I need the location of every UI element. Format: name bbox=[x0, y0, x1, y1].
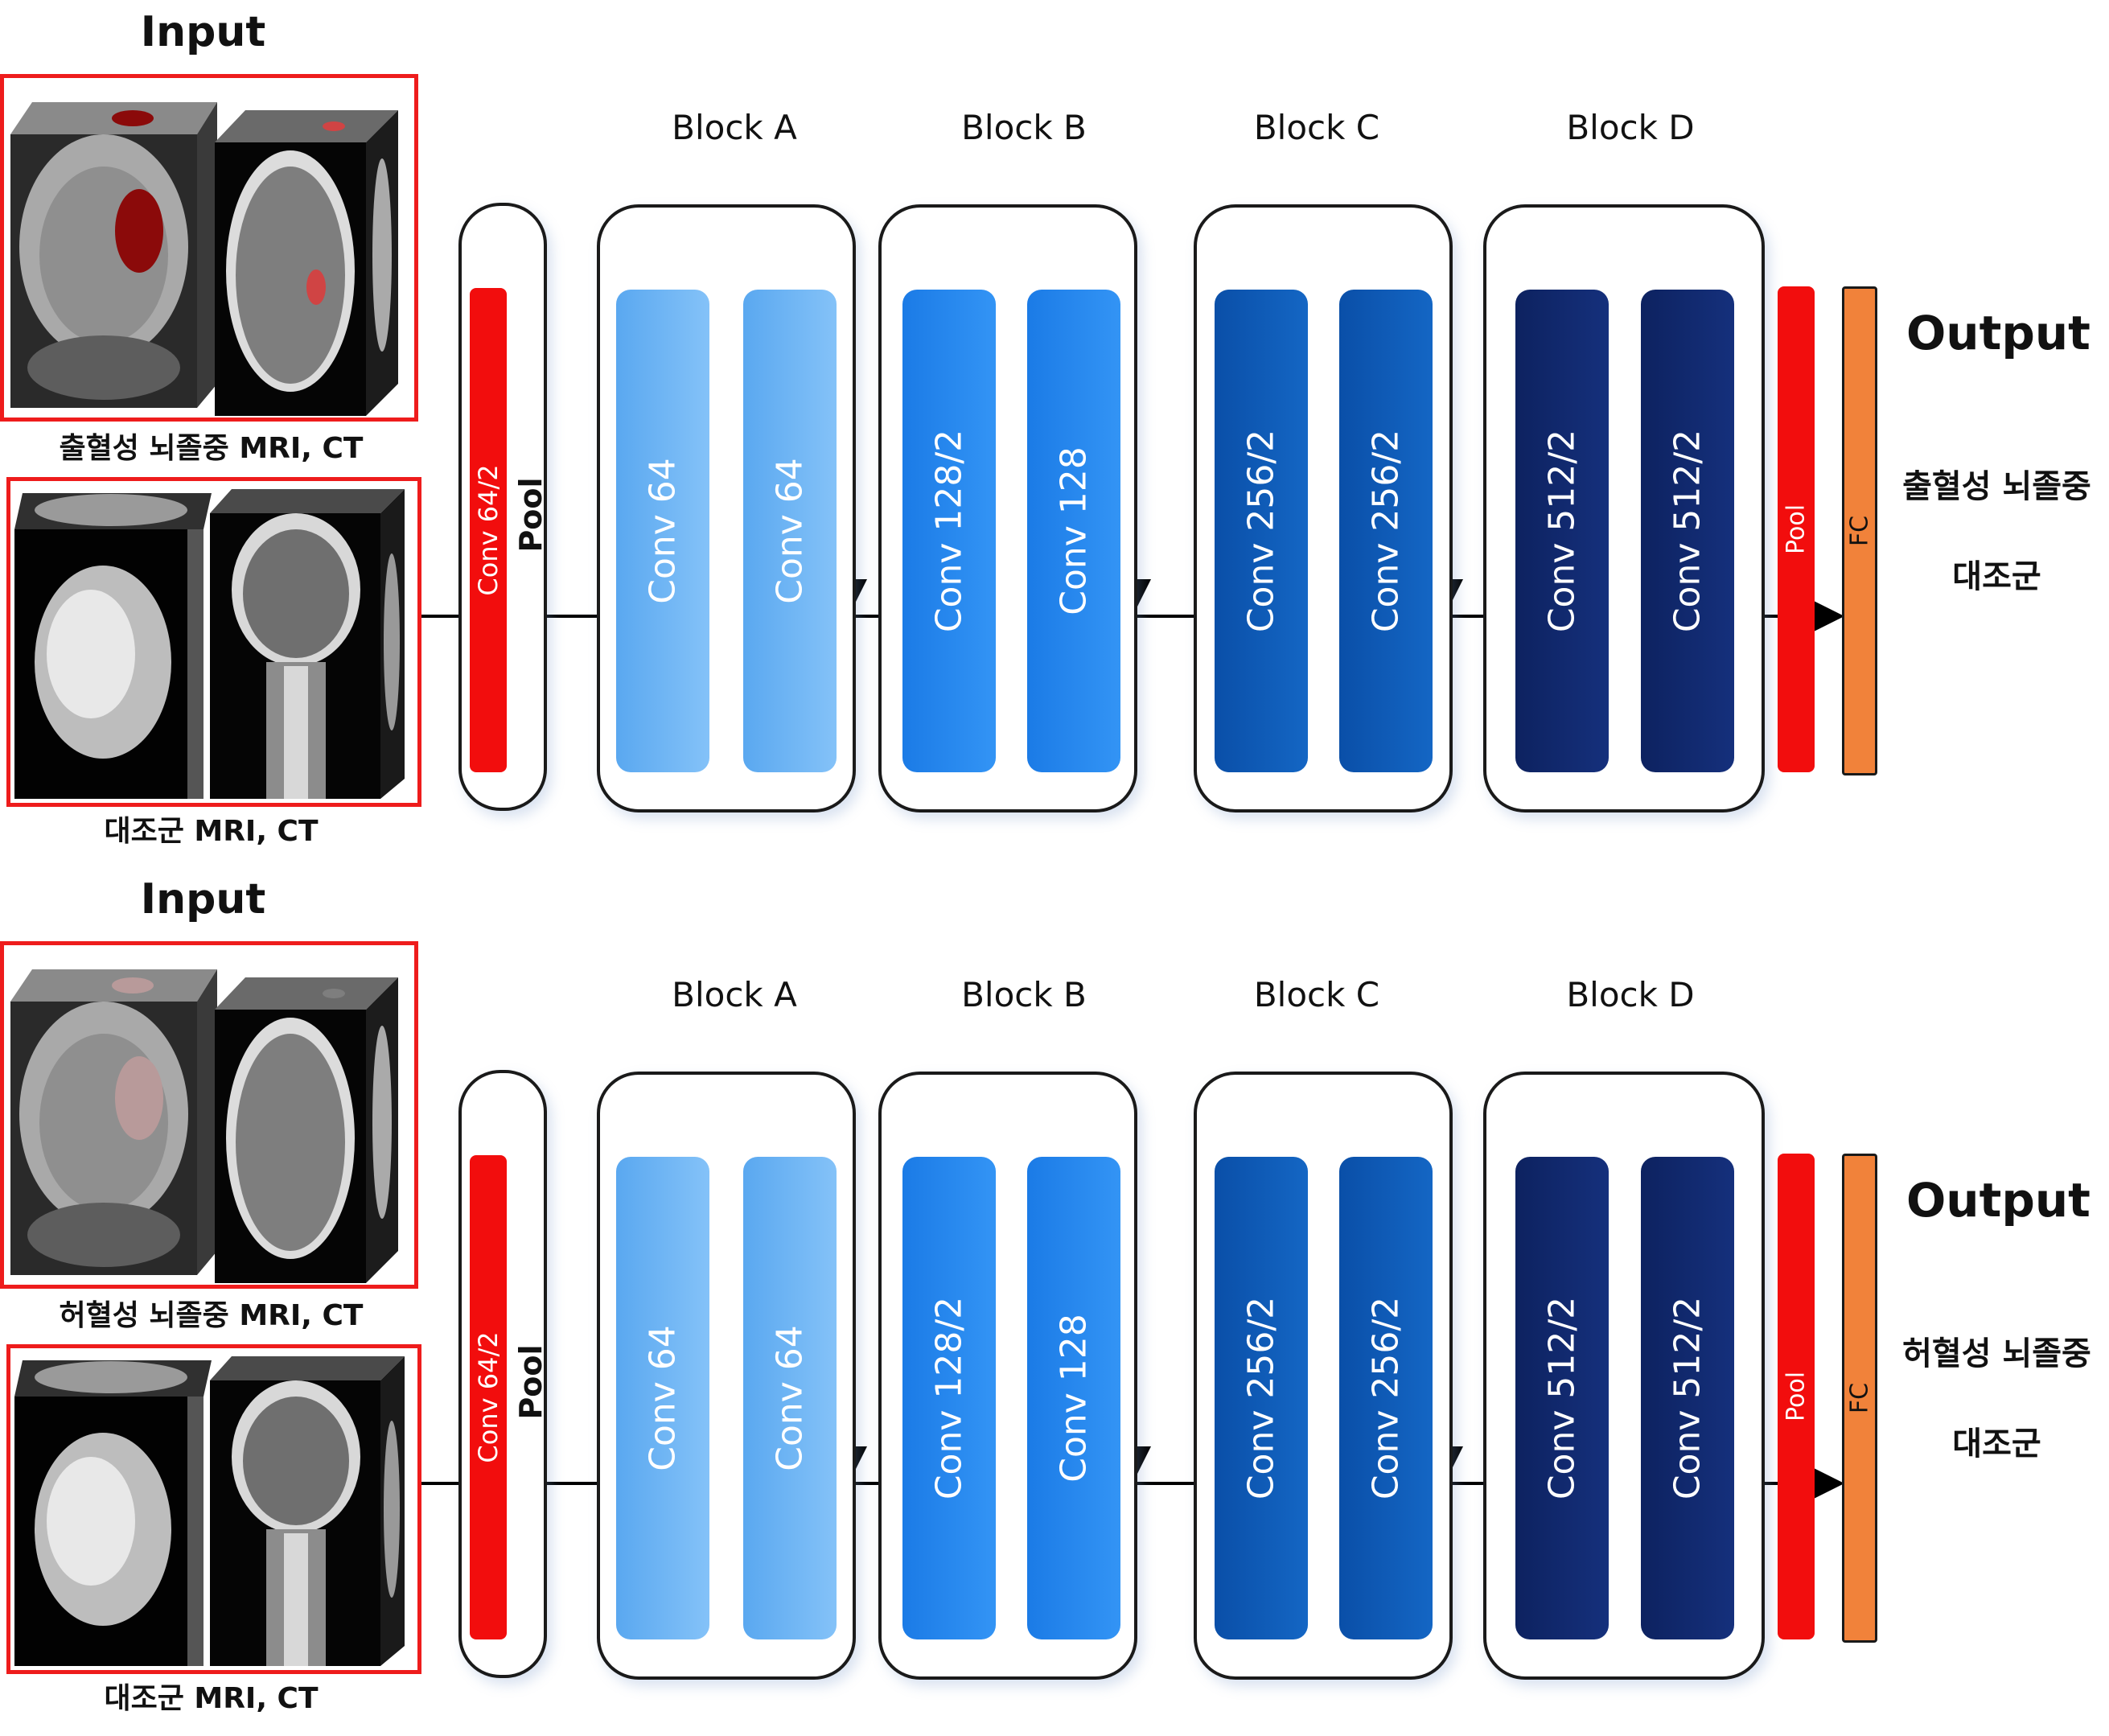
stem-conv-label: Conv 64/2 bbox=[473, 464, 504, 596]
scan-image-patient bbox=[0, 74, 418, 422]
conv-label: Conv 256/2 bbox=[1365, 429, 1407, 633]
stem-pool-label: Pool bbox=[513, 477, 549, 553]
scan-image-control bbox=[6, 477, 421, 807]
image-caption-control: 대조군 MRI, CT bbox=[104, 815, 319, 848]
final-pool-bar: Pool bbox=[1778, 1154, 1815, 1639]
conv-layer-3-1: Conv 512/2 bbox=[1641, 290, 1734, 772]
output-title: Output bbox=[1906, 1173, 2090, 1228]
conv-label: Conv 128/2 bbox=[928, 429, 970, 633]
scan-image-control bbox=[6, 1344, 421, 1674]
stem-pool-label: Pool bbox=[513, 1344, 549, 1420]
fc-bar: FC bbox=[1842, 286, 1877, 775]
conv-label: Conv 128/2 bbox=[928, 1296, 970, 1500]
output-class-control: 대조군 bbox=[1952, 558, 2041, 595]
conv-label: Conv 256/2 bbox=[1240, 429, 1282, 633]
block-title-0: Block A bbox=[672, 108, 797, 147]
final-pool-bar: Pool bbox=[1778, 286, 1815, 772]
conv-layer-1-1: Conv 128 bbox=[1027, 290, 1120, 772]
conv-layer-2-0: Conv 256/2 bbox=[1215, 1157, 1308, 1639]
block-title-3: Block D bbox=[1566, 108, 1695, 147]
stem-conv-bar: Conv 64/2 bbox=[470, 1155, 507, 1639]
conv-layer-2-1: Conv 256/2 bbox=[1339, 1157, 1433, 1639]
conv-label: Conv 256/2 bbox=[1365, 1296, 1407, 1500]
conv-label: Conv 64 bbox=[642, 458, 684, 604]
final-pool-label: Pool bbox=[1782, 504, 1811, 555]
conv-label: Conv 512/2 bbox=[1667, 429, 1708, 633]
conv-layer-1-1: Conv 128 bbox=[1027, 1157, 1120, 1639]
image-caption-control: 대조군 MRI, CT bbox=[104, 1682, 319, 1715]
conv-layer-0-1: Conv 64 bbox=[743, 290, 837, 772]
fc-bar: FC bbox=[1842, 1154, 1877, 1643]
conv-label: Conv 64 bbox=[769, 1325, 811, 1471]
output-class-patient: 출혈성 뇌졸중 bbox=[1902, 468, 2091, 505]
panel-hemorrhagic: Input 출혈성 뇌졸중 MRI, CT bbox=[0, 8, 2091, 848]
image-caption-patient: 출혈성 뇌졸중 MRI, CT bbox=[59, 432, 364, 465]
conv-layer-2-0: Conv 256/2 bbox=[1215, 290, 1308, 772]
conv-layer-3-1: Conv 512/2 bbox=[1641, 1157, 1734, 1639]
fc-label: FC bbox=[1845, 1382, 1874, 1414]
panel-ischemic: Input 허혈성 뇌졸중 MRI, CT bbox=[0, 867, 2109, 1736]
block-title-2: Block C bbox=[1253, 975, 1380, 1014]
output-title: Output bbox=[1906, 306, 2090, 360]
conv-layer-0-1: Conv 64 bbox=[743, 1157, 837, 1639]
output-class-control: 대조군 bbox=[1952, 1425, 2041, 1462]
output-class-patient: 허혈성 뇌졸중 bbox=[1902, 1335, 2091, 1372]
block-title-2: Block C bbox=[1253, 108, 1380, 147]
block-title-1: Block B bbox=[961, 975, 1087, 1014]
conv-label: Conv 512/2 bbox=[1541, 429, 1583, 633]
block-title-0: Block A bbox=[672, 975, 797, 1014]
conv-label: Conv 128 bbox=[1053, 1314, 1095, 1483]
conv-layer-0-0: Conv 64 bbox=[616, 1157, 709, 1639]
block-title-1: Block B bbox=[961, 108, 1087, 147]
conv-label: Conv 128 bbox=[1053, 446, 1095, 615]
block-title-3: Block D bbox=[1566, 975, 1695, 1014]
conv-layer-3-0: Conv 512/2 bbox=[1515, 1157, 1609, 1639]
conv-label: Conv 256/2 bbox=[1240, 1296, 1282, 1500]
conv-label: Conv 512/2 bbox=[1541, 1296, 1583, 1500]
input-title: Input bbox=[140, 875, 266, 924]
final-pool-label: Pool bbox=[1782, 1371, 1811, 1422]
conv-layer-2-1: Conv 256/2 bbox=[1339, 290, 1433, 772]
conv-label: Conv 64 bbox=[642, 1325, 684, 1471]
stem-conv-bar: Conv 64/2 bbox=[470, 288, 507, 772]
conv-label: Conv 64 bbox=[769, 458, 811, 604]
input-title: Input bbox=[140, 8, 266, 56]
scan-image-patient bbox=[0, 941, 418, 1289]
conv-layer-1-0: Conv 128/2 bbox=[902, 290, 996, 772]
conv-layer-0-0: Conv 64 bbox=[616, 290, 709, 772]
conv-layer-3-0: Conv 512/2 bbox=[1515, 290, 1609, 772]
conv-layer-1-0: Conv 128/2 bbox=[902, 1157, 996, 1639]
stem-conv-label: Conv 64/2 bbox=[473, 1331, 504, 1463]
fc-label: FC bbox=[1845, 515, 1874, 547]
conv-label: Conv 512/2 bbox=[1667, 1296, 1708, 1500]
image-caption-patient: 허혈성 뇌졸중 MRI, CT bbox=[59, 1299, 364, 1332]
